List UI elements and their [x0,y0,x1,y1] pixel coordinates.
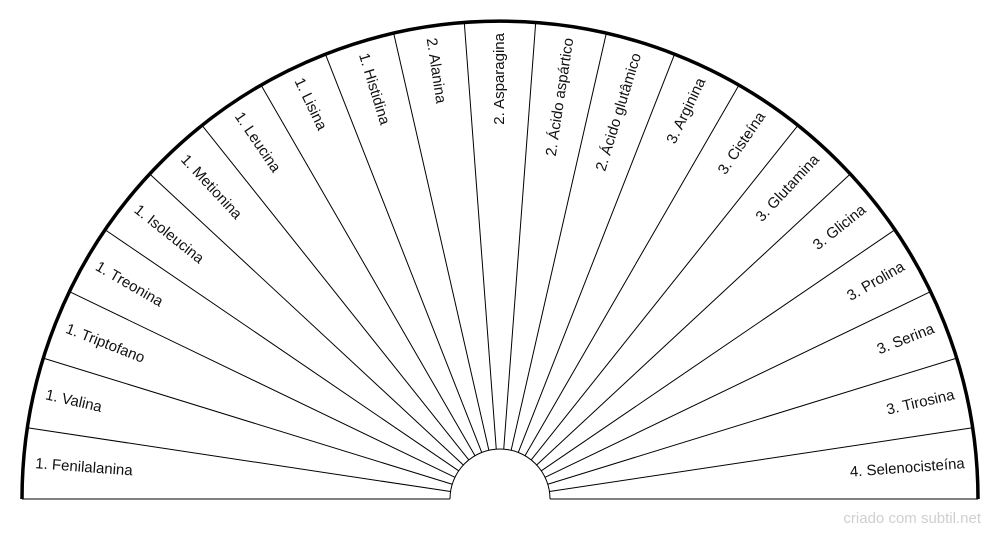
sector-divider-line [393,32,490,451]
sector-label: 3. Tirosina [885,386,957,418]
sector-divider-line [510,32,607,451]
sector-label: 3. Serina [875,320,938,358]
sector-divider-line [503,22,537,450]
sector-divider-line [27,427,451,493]
sector-divider-line [549,427,973,493]
sector-label: 1. Histidina [355,51,393,128]
sector-label: 1. Triptofano [63,320,147,366]
sector-label: 1. Leucina [231,109,284,176]
sector-divider-line [536,173,851,466]
sector-divider-line [541,229,896,472]
sector-label: 3. Arginina [663,75,709,147]
sector-divider-line [69,291,456,478]
sector-label: 2. Ácido aspártico [543,37,578,157]
sector-label: 3. Prolina [844,258,908,305]
sector-divider-line [547,357,957,485]
sector-label: 1. Isoleucina [131,201,208,267]
sector-divider-line [530,124,799,461]
sector-label: 1. Lisina [291,75,331,133]
credit-text: criado com subtil.net [843,510,981,527]
outer-arc [20,19,980,500]
sector-divider-line [463,22,497,450]
sector-label: 2. Ácido glutâmico [593,51,645,173]
sector-divider-line [524,84,740,456]
sector-label: 3. Glicina [810,201,870,254]
sector-divider-line [149,173,464,466]
sector-label: 1. Valina [44,387,104,416]
sector-divider-line [517,53,676,453]
sector-label: 1. Treonina [92,258,166,311]
sector-label: 2. Alanina [423,37,450,105]
sector-divider-line [324,53,483,453]
sector-label: 1. Metionina [177,151,245,223]
sector-divider-line [201,124,470,461]
sector-divider-line [43,357,453,485]
sector-label: 1. Fenilalanina [35,455,134,479]
sector-divider-line [260,84,476,456]
sector-label: 4. Selenocisteína [849,455,966,481]
sector-label: 3. Glutamina [752,151,823,225]
sector-divider-line [104,229,459,472]
sector-label: 3. Cisteína [715,108,770,177]
inner-arc [449,448,551,500]
sector-label: 2. Asparagina [491,32,508,124]
sector-divider-line [544,291,931,478]
